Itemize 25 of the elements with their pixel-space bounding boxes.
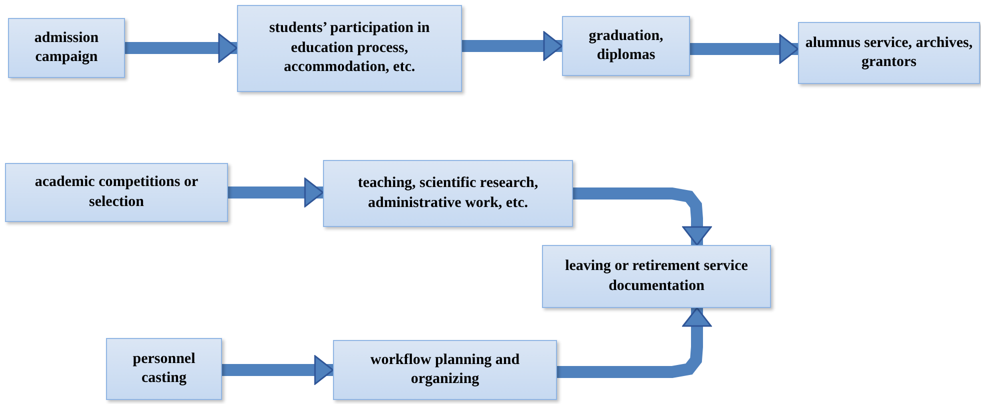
block-arrow: [573, 188, 712, 246]
block-arrow: [228, 178, 324, 208]
box-label: teaching, scientific research, administrative work, etc.: [356, 174, 540, 212]
box-label: personnel casting: [132, 350, 196, 388]
box-label: admission campaign: [33, 28, 100, 67]
process-box: [333, 340, 557, 400]
block-arrow: [557, 307, 712, 378]
block-arrow: [462, 31, 563, 61]
process-box: [542, 245, 771, 308]
box-label: leaving or retirement service documentation: [564, 257, 749, 296]
block-arrow: [690, 34, 799, 64]
box-label: students’ participation in education process, accommodation, etc.: [268, 19, 431, 78]
process-box: [562, 16, 690, 76]
process-box: [106, 338, 222, 400]
box-label: alumnus service, archives, grantors: [804, 34, 974, 72]
process-box: [237, 5, 462, 92]
process-box: [798, 22, 980, 84]
box-label: graduation, diplomas: [588, 26, 664, 65]
box-label: academic competitions or selection: [34, 173, 200, 212]
block-arrow: [222, 355, 334, 385]
process-box: [323, 160, 573, 227]
process-box: [8, 18, 125, 78]
process-box: [5, 163, 228, 222]
box-label: workflow planning and organizing: [369, 350, 521, 389]
block-arrow: [125, 33, 238, 63]
